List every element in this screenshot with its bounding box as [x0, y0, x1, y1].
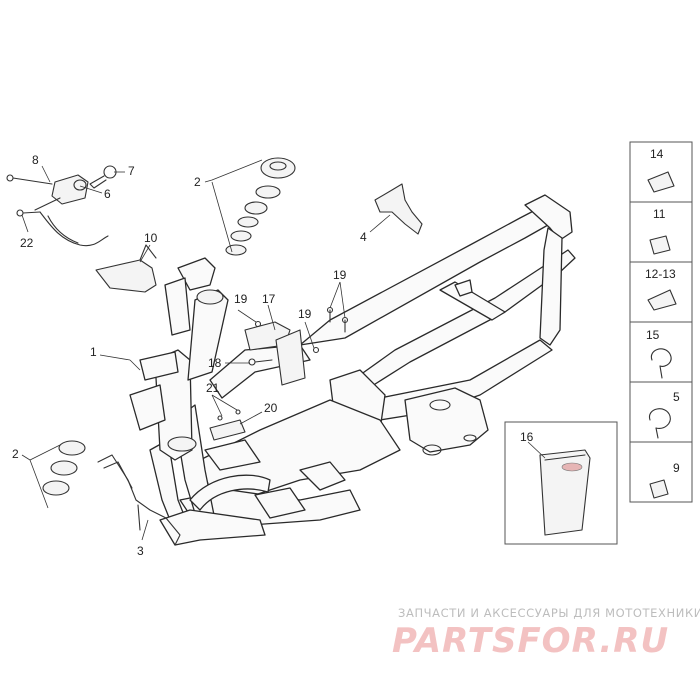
part-17-bracket	[244, 321, 306, 386]
part-8-screw	[6, 174, 53, 185]
callout-5: 5	[673, 390, 680, 404]
part-4-bracket	[374, 183, 423, 235]
watermark-subtitle: ЗАПЧАСТИ И АКСЕССУАРЫ ДЛЯ МОТОТЕХНИКИ	[398, 606, 700, 620]
callout-6: 6	[104, 187, 111, 201]
callout-7: 7	[128, 164, 135, 178]
watermark-brand: PARTSFOR.RU	[392, 621, 669, 661]
part-2-upper-bearings	[225, 157, 296, 256]
callout-20: 20	[264, 401, 278, 415]
leader-lines	[21, 159, 546, 541]
side-parts-panel	[629, 141, 693, 503]
part-2-lower-bearings	[42, 440, 86, 496]
callout-8: 8	[32, 153, 39, 167]
callout-12-13: 12-13	[645, 267, 676, 281]
part-21-screws	[217, 409, 241, 421]
part-22-wire	[16, 209, 41, 217]
callout-11: 11	[653, 207, 666, 221]
callout-14: 14	[650, 147, 664, 161]
part-10-bracket	[95, 244, 157, 293]
part-3-stand	[97, 454, 181, 546]
callout-19-left: 19	[234, 292, 248, 306]
callout-19-right: 19	[333, 268, 347, 282]
callout-18: 18	[208, 356, 222, 370]
part-19-screws	[254, 306, 349, 354]
part-18-bolt	[248, 358, 273, 366]
callout-4: 4	[360, 230, 367, 244]
part-7-key	[89, 165, 117, 189]
callout-3: 3	[137, 544, 144, 558]
callout-2-upper: 2	[194, 175, 201, 189]
callout-17: 17	[262, 292, 276, 306]
callout-22: 22	[20, 236, 34, 250]
callout-1: 1	[90, 345, 97, 359]
callout-10: 10	[144, 231, 158, 245]
callout-16: 16	[520, 430, 534, 444]
watermark: ЗАПЧАСТИ И АКСЕССУАРЫ ДЛЯ МОТОТЕХНИКИ PA…	[392, 606, 700, 661]
callout-15: 15	[646, 328, 660, 342]
callout-21: 21	[206, 381, 220, 395]
part-6-lock-assembly	[34, 174, 109, 247]
main-frame	[129, 194, 576, 546]
callout-9: 9	[673, 461, 680, 475]
callout-19-mid: 19	[298, 307, 312, 321]
part-20-plate	[209, 419, 246, 441]
callout-2-lower: 2	[12, 447, 19, 461]
callout-labels: 8 7 6 22 10 2 4 1 19 17 19 19 18 21 20 2…	[12, 147, 680, 558]
part-16-kit-box	[504, 421, 618, 545]
